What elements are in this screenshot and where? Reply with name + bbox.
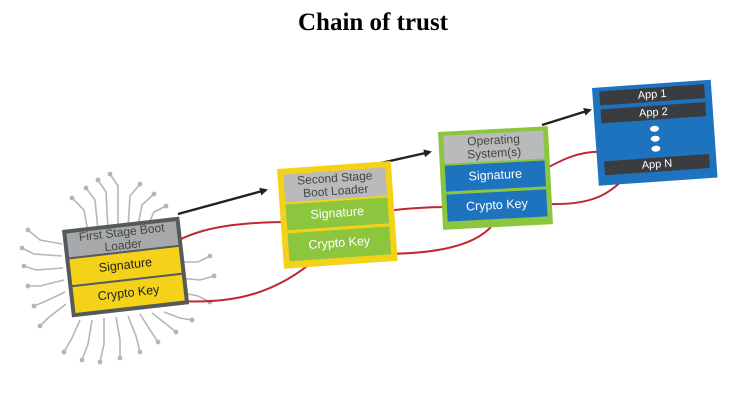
diagram-title: Chain of trust [297,9,448,36]
app-n-label: App N [604,154,710,176]
second-stage-boot-loader-block: Second Stage Boot Loader Signature Crypt… [277,161,398,269]
sequence-arrow-3 [541,107,592,127]
ellipsis-dot [651,145,661,152]
stage-header: Second Stage Boot Loader [283,167,388,203]
first-stage-boot-loader-block: First Stage Boot Loader Signature Crypto… [62,216,190,318]
ellipsis-dot [649,125,660,133]
stage-header: Operating System(s) [443,130,545,164]
signature-cell: Signature [444,160,546,192]
app-2-label: App 2 [600,102,707,124]
chip-trace-pads [19,171,217,365]
crypto-key-cell: Crypto Key [287,226,392,262]
sequence-arrow-1 [177,187,268,216]
ellipsis-dot [650,135,660,143]
signature-cell: Signature [285,197,390,231]
chip-traces-graphic [21,173,215,363]
applications-block: App 1 App 2 App N [592,79,718,186]
crypto-key-cell: Crypto Key [446,189,548,222]
operating-system-block: Operating System(s) Signature Crypto Key [438,126,553,230]
